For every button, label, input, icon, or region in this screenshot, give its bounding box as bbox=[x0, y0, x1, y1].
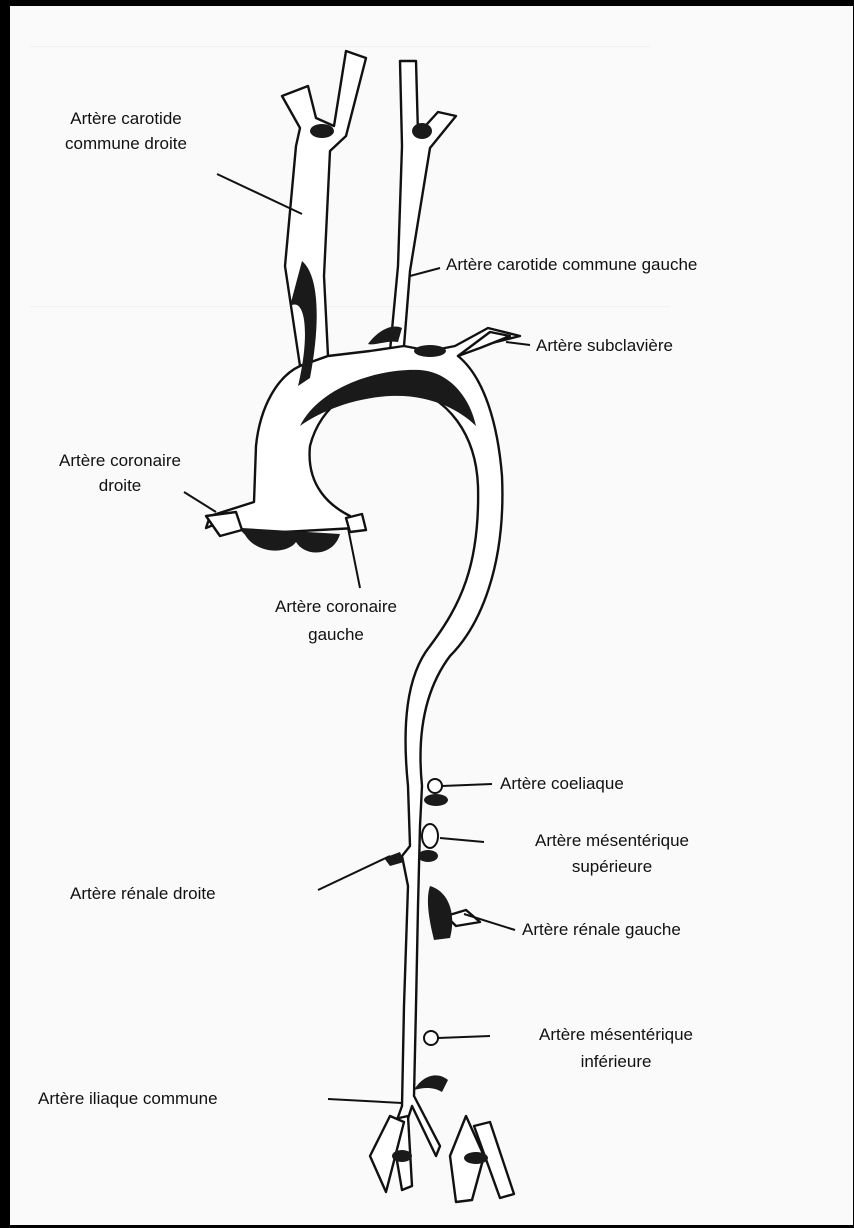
plaque-iliac-left bbox=[392, 1150, 412, 1162]
right-carotid-vessel bbox=[282, 51, 366, 366]
plaque-iliac-right bbox=[464, 1152, 488, 1164]
aortic-arch-vessel bbox=[206, 328, 520, 1156]
label-coronaire-droite-2: droite bbox=[99, 476, 142, 495]
label-coronaire-gauche-2: gauche bbox=[308, 625, 364, 644]
plaque-bifurcation bbox=[414, 1075, 448, 1092]
label-carotide-gauche: Artère carotide commune gauche bbox=[446, 255, 697, 274]
leader-iliaque bbox=[328, 1099, 402, 1103]
leader-coeliaque bbox=[442, 784, 492, 786]
ostium-coeliac bbox=[428, 779, 442, 793]
ostium-mesenteric-sup bbox=[422, 824, 438, 848]
plaque-coronary-root bbox=[242, 528, 340, 552]
plaque-coeliac bbox=[424, 794, 448, 806]
plaque-subclavian bbox=[414, 345, 446, 357]
leader-coronaire-droite bbox=[184, 492, 216, 512]
plaque-carotid-left bbox=[412, 123, 432, 139]
label-carotide-droite-2: commune droite bbox=[65, 134, 187, 153]
ostium-mesenteric-inf bbox=[424, 1031, 438, 1045]
label-coronaire-gauche-1: Artère coronaire bbox=[275, 597, 397, 616]
artery-stubs bbox=[206, 332, 514, 1202]
label-coeliaque: Artère coeliaque bbox=[500, 774, 624, 793]
label-carotide-droite-1: Artère carotide bbox=[70, 109, 182, 128]
right-coronary-stub bbox=[206, 512, 242, 536]
plaque-carotid-right bbox=[310, 124, 334, 138]
aorta-diagram: Artère carotide commune droite Artère ca… bbox=[10, 6, 853, 1225]
leader-coronaire-gauche bbox=[348, 528, 360, 588]
plaque-mesenteric-sup bbox=[418, 850, 438, 862]
leader-mesenterique-inf bbox=[438, 1036, 490, 1038]
label-renale-gauche: Artère rénale gauche bbox=[522, 920, 681, 939]
left-carotid-vessel bbox=[390, 61, 456, 351]
labels: Artère carotide commune droite Artère ca… bbox=[38, 109, 697, 1108]
diagram-frame: Artère carotide commune droite Artère ca… bbox=[10, 6, 853, 1225]
plaque-renal-right bbox=[384, 852, 404, 866]
leader-subclaviere bbox=[506, 342, 530, 345]
leader-carotide-gauche bbox=[410, 268, 440, 276]
label-mesenterique-inf-1: Artère mésentérique bbox=[539, 1025, 693, 1044]
plaque-arch-top bbox=[368, 327, 402, 345]
leader-mesenterique-sup bbox=[440, 838, 484, 842]
label-iliaque: Artère iliaque commune bbox=[38, 1089, 218, 1108]
leader-renale-droite bbox=[318, 856, 390, 890]
label-subclaviere: Artère subclavière bbox=[536, 336, 673, 355]
label-renale-droite: Artère rénale droite bbox=[70, 884, 216, 903]
plaque-renal-left bbox=[428, 886, 452, 940]
label-mesenterique-inf-2: inférieure bbox=[581, 1052, 652, 1071]
label-mesenterique-sup-2: supérieure bbox=[572, 857, 652, 876]
label-coronaire-droite-1: Artère coronaire bbox=[59, 451, 181, 470]
leader-carotide-droite bbox=[217, 174, 302, 214]
label-mesenterique-sup-1: Artère mésentérique bbox=[535, 831, 689, 850]
